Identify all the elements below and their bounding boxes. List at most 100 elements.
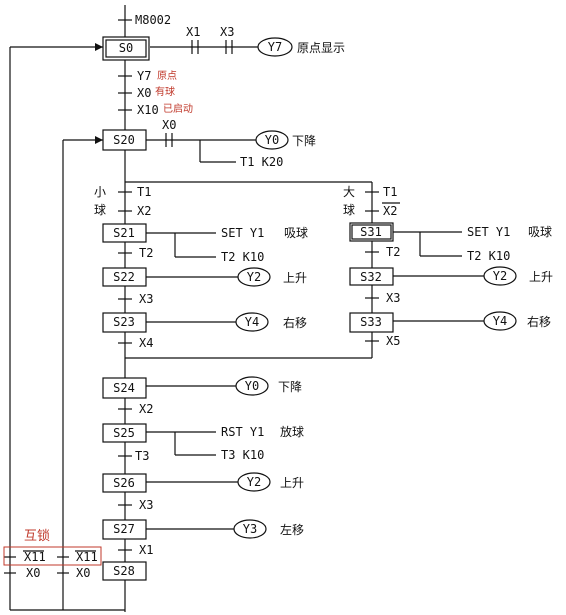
s0-contact-x1: X1 — [186, 25, 200, 39]
svg-text:Y0: Y0 — [265, 133, 279, 147]
output-y0-s20: Y0 — [255, 130, 289, 150]
svg-text:S31: S31 — [360, 225, 382, 239]
svg-text:S26: S26 — [113, 476, 135, 490]
s32-desc: 上升 — [529, 270, 553, 284]
svg-text:Y7: Y7 — [268, 40, 282, 54]
step-s31: S31 — [349, 222, 394, 242]
step-s24: S24 — [102, 377, 147, 399]
s33-desc: 右移 — [527, 314, 551, 329]
arrow-to-s20 — [95, 136, 103, 144]
right-trans-x5: X5 — [386, 334, 400, 348]
output-y2-s26: Y2 — [237, 472, 271, 492]
right-side-label-1: 大 — [343, 185, 355, 199]
svg-text:S24: S24 — [113, 381, 135, 395]
step-s25: S25 — [102, 423, 147, 443]
s21-action: SET Y1 — [221, 226, 264, 240]
s25-timer: T3 K10 — [221, 448, 264, 462]
output-y4-s33: Y4 — [483, 311, 517, 331]
step-s21: S21 — [102, 223, 147, 243]
s0-output-desc: 原点显示 — [297, 41, 345, 55]
step-s23: S23 — [102, 312, 147, 333]
s31-action: SET Y1 — [467, 225, 510, 239]
output-y4-s23: Y4 — [235, 312, 269, 332]
output-y3-s27: Y3 — [233, 519, 267, 539]
svg-text:S22: S22 — [113, 270, 135, 284]
s0-contact-x3: X3 — [220, 25, 234, 39]
s25-action: RST Y1 — [221, 425, 264, 439]
output-y7: Y7 — [257, 37, 293, 57]
svg-text:S25: S25 — [113, 426, 135, 440]
step-s33: S33 — [349, 312, 394, 333]
step-s28: S28 — [102, 561, 147, 581]
left-cond-x2: X2 — [137, 204, 151, 218]
trans-s24-x2: X2 — [139, 402, 153, 416]
trans-x10: X10 — [137, 103, 159, 117]
svg-text:S27: S27 — [113, 522, 135, 536]
arrows — [95, 43, 103, 144]
trans-y7-note: 原点 — [157, 70, 177, 82]
right-trans-t2: T2 — [386, 245, 400, 259]
left-trans-t2: T2 — [139, 246, 153, 260]
svg-text:S32: S32 — [360, 270, 382, 284]
svg-text:S21: S21 — [113, 226, 135, 240]
svg-text:Y0: Y0 — [245, 379, 259, 393]
svg-text:S23: S23 — [113, 315, 135, 329]
trans-x10-note: 已启动 — [163, 102, 193, 115]
trans-s26-x3: X3 — [139, 498, 153, 512]
left-side-label-2: 球 — [94, 203, 106, 217]
right-side-label-2: 球 — [343, 203, 355, 217]
output-y2-s32: Y2 — [483, 266, 517, 286]
svg-text:Y2: Y2 — [493, 269, 507, 283]
trans-y7: Y7 — [137, 69, 151, 83]
trans-s25-t3: T3 — [135, 449, 149, 463]
output-y2-s22: Y2 — [237, 267, 271, 287]
svg-text:S20: S20 — [113, 133, 135, 147]
step-s32: S32 — [349, 267, 394, 286]
svg-text:S33: S33 — [360, 315, 382, 329]
right-cond-t1: T1 — [383, 185, 397, 199]
s24-desc: 下降 — [278, 380, 302, 394]
svg-text:Y2: Y2 — [247, 270, 261, 284]
svg-text:Y4: Y4 — [245, 315, 259, 329]
right-cond-x2: X2 — [383, 204, 397, 218]
interlock-right-top: X11 — [76, 550, 98, 564]
interlock-left-top: X11 — [24, 550, 46, 564]
trans-x0-note: 有球 — [155, 85, 175, 98]
trans-x0: X0 — [137, 86, 151, 100]
interlock-right-bottom: X0 — [76, 566, 90, 580]
s26-desc: 上升 — [280, 476, 304, 490]
s31-timer: T2 K10 — [467, 249, 510, 263]
labels: M8002 X1 X3 原点显示 Y7 原点 X0 有球 X10 已启动 X0 … — [3, 13, 553, 580]
s20-timer: T1 K20 — [240, 155, 283, 169]
svg-text:Y3: Y3 — [243, 522, 257, 536]
s23-desc: 右移 — [283, 315, 307, 330]
arrow-to-s0 — [95, 43, 103, 51]
s21-desc: 吸球 — [284, 226, 308, 240]
interlock-label: 互锁 — [24, 528, 50, 544]
step-s27: S27 — [102, 519, 147, 540]
left-side-label-1: 小 — [94, 185, 106, 199]
interlock-left-bottom: X0 — [26, 566, 40, 580]
s20-contact: X0 — [162, 118, 176, 132]
svg-text:Y4: Y4 — [493, 314, 507, 328]
interlock-box — [3, 546, 102, 566]
svg-text:Y2: Y2 — [247, 475, 261, 489]
step-s0: S0 — [102, 36, 150, 61]
step-s22: S22 — [102, 267, 147, 287]
svg-text:S28: S28 — [113, 564, 135, 578]
s21-timer: T2 K10 — [221, 250, 264, 264]
trans-s27-x1: X1 — [139, 543, 153, 557]
right-trans-x3: X3 — [386, 291, 400, 305]
s22-desc: 上升 — [283, 271, 307, 285]
left-cond-t1: T1 — [137, 185, 151, 199]
s25-desc: 放球 — [280, 424, 304, 439]
left-trans-x4: X4 — [139, 336, 153, 350]
flow-lines — [4, 5, 484, 612]
svg-text:S0: S0 — [119, 41, 133, 55]
step-s20: S20 — [102, 129, 147, 151]
s20-output-desc: 下降 — [292, 134, 316, 148]
step-s26: S26 — [102, 473, 147, 493]
s31-desc: 吸球 — [528, 225, 552, 239]
